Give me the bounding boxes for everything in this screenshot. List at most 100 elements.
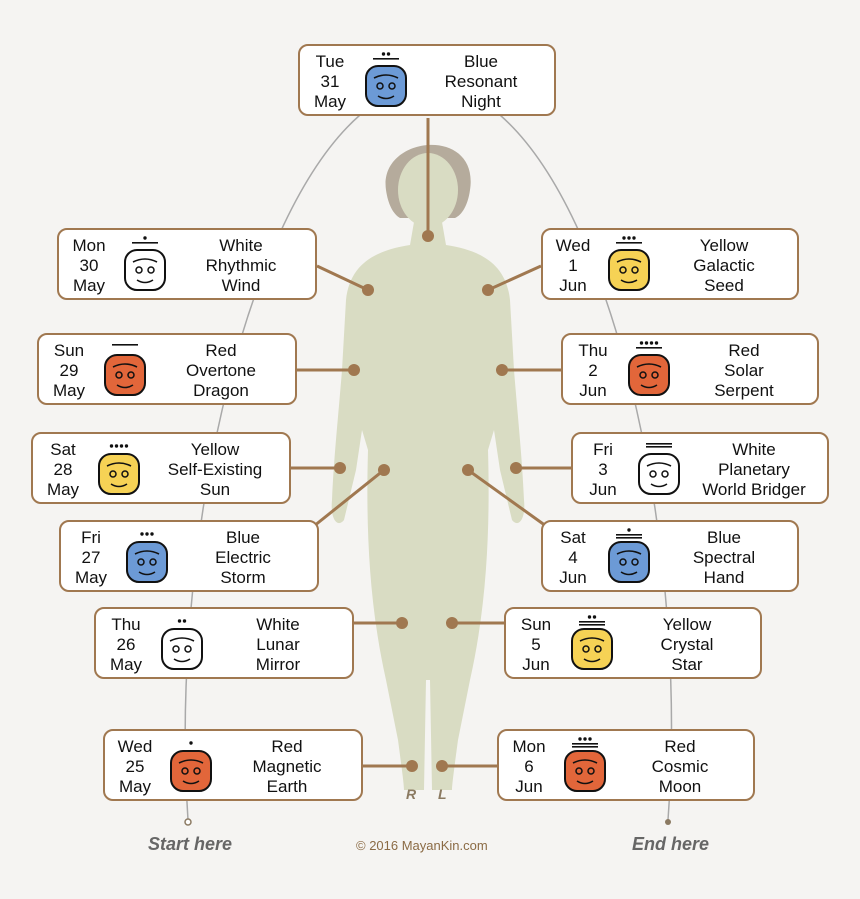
card-seal-name: Seed [704,276,744,295]
card-date-number: 26 [116,635,136,654]
card-seal-name: Storm [220,568,266,587]
sun-glyph-icon [93,438,145,498]
end-here-label: End here [632,834,710,854]
card-seal-name: World Bridger [702,480,806,499]
card-color-name: Red [664,737,696,756]
connector-l1 [316,264,369,292]
start-marker [184,818,192,826]
card-tone-name: Solar [724,361,764,380]
card-color-name: Red [728,341,760,360]
connector-dot-l1 [362,284,374,296]
connector-dot-r2 [496,364,508,376]
card-color-name: White [219,236,263,255]
card-date-number: 29 [59,361,79,380]
card-date-number: 4 [568,548,578,567]
connector-dot-r6 [436,760,448,772]
earth-glyph-icon [165,735,217,795]
card-seal-name: Mirror [255,655,301,674]
mirror-glyph-icon [156,613,208,673]
card-month: May [109,655,143,674]
card-date-number: 1 [568,256,578,275]
card-tone-name: Rhythmic [205,256,277,275]
card-month: Jun [515,777,543,796]
card-date-number: 25 [125,757,145,776]
card-color-name: White [256,615,300,634]
card-seal-name: Night [461,92,501,111]
seed-glyph-icon [603,234,655,294]
card-month: May [313,92,347,111]
hand-glyph-icon [603,526,655,586]
card-tone-name: Cosmic [651,757,709,776]
connector-dot-l2 [348,364,360,376]
wind-glyph-icon [119,234,171,294]
card-seal-name: Hand [703,568,745,587]
connector-dot-l4 [378,464,390,476]
card-day: Sat [560,528,586,547]
card-month: May [52,381,86,400]
moon-glyph-icon [559,735,611,795]
card-month: Jun [579,381,607,400]
card-month: May [118,777,152,796]
right-path-arc [499,114,673,821]
night-glyph-icon [360,50,412,110]
connector-dot-l3 [334,462,346,474]
card-seal-name: Star [671,655,703,674]
card-color-name: Blue [706,528,742,547]
end-marker [665,819,671,825]
connector-dot-r5 [446,617,458,629]
connector-dot-l5 [396,617,408,629]
card-seal-name: Dragon [193,381,249,400]
card-tone-name: Resonant [444,72,518,91]
card-day: Tue [315,52,345,71]
card-day: Sun [520,615,552,634]
card-tone-name: Magnetic [252,757,322,776]
card-tone-name: Overtone [186,361,256,380]
left-path-arc [184,114,361,821]
card-date-number: 2 [588,361,598,380]
card-day: Sat [50,440,76,459]
card-color-name: Blue [463,52,499,71]
copyright-text: © 2016 MayanKin.com [356,838,488,853]
card-month: May [72,276,106,295]
connector-dot-r1 [482,284,494,296]
card-date-number: 30 [79,256,99,275]
card-tone-name: Electric [215,548,271,567]
card-color-name: Blue [225,528,261,547]
card-tone-name: Self-Existing [167,460,263,479]
card-seal-name: Earth [266,777,308,796]
serpent-glyph-icon [623,339,675,399]
card-color-name: Yellow [699,236,749,255]
card-day: Wed [555,236,591,255]
card-day: Thu [111,615,141,634]
card-date-number: 5 [531,635,541,654]
world-bridger-glyph-icon [633,438,685,498]
card-date-number: 6 [524,757,534,776]
card-day: Sun [53,341,85,360]
card-month: Jun [559,276,587,295]
connector-r4 [467,468,547,528]
storm-glyph-icon [121,526,173,586]
card-tone-name: Spectral [692,548,756,567]
left-foot-label: L [438,786,447,802]
card-color-name: Yellow [190,440,240,459]
